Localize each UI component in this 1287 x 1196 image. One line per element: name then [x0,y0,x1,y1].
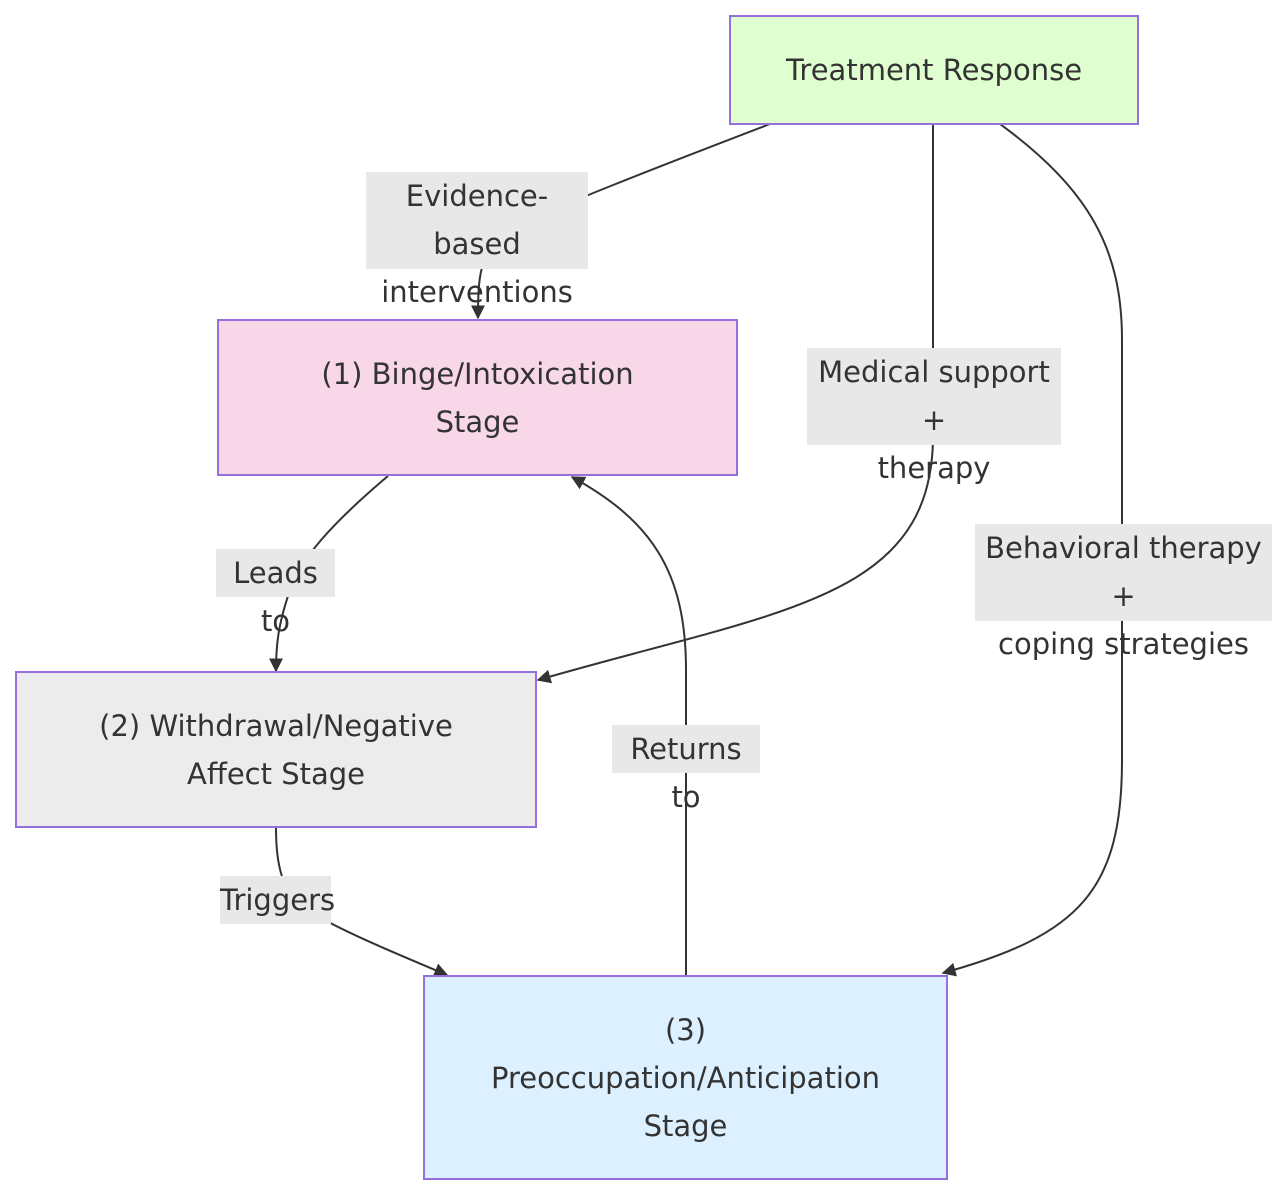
edge-behavioral-therapy-coping [941,123,1123,977]
edge-label-medical-support: Medical support + therapy [807,348,1061,485]
medical-label-line-2: therapy [877,451,991,485]
preoccupation-line-2: Preoccupation/Anticipation [491,1060,880,1095]
binge-intoxication-line-2: Stage [435,404,520,439]
edge-returns-to [570,476,687,975]
behavioral-label-line-2: coping strategies [998,627,1249,661]
withdrawal-line-1: (2) Withdrawal/Negative [99,708,453,743]
leads-label-line-1: Leads to [233,556,318,638]
preoccupation-line-1: (3) [664,1012,707,1047]
medical-label-line-1: Medical support + [818,355,1050,437]
evidence-label-line-1: Evidence-based [405,179,549,261]
triggers-label-line-1: Triggers [220,883,336,917]
evidence-label-line-2: interventions [381,275,573,309]
binge-intoxication-line-1: (1) Binge/Intoxication [321,356,634,391]
behavioral-label-line-1: Behavioral therapy + [985,531,1262,613]
edge-label-triggers: Triggers [220,876,336,924]
binge-intoxication-node[interactable]: (1) Binge/Intoxication Stage [217,319,738,476]
treatment-response-line-1: Treatment Response [785,53,1083,87]
edge-label-leads-to: Leads to [216,549,335,638]
withdrawal-line-2: Affect Stage [187,756,365,791]
edge-label-behavioral-therapy: Behavioral therapy + coping strategies [975,524,1272,661]
preoccupation-line-3: Stage [643,1108,728,1143]
preoccupation-anticipation-node[interactable]: (3) Preoccupation/Anticipation Stage [423,975,948,1180]
edge-medical-support-therapy [536,124,934,684]
withdrawal-negative-affect-node[interactable]: (2) Withdrawal/Negative Affect Stage [15,671,537,828]
edge-label-returns-to: Returns to [612,725,760,814]
treatment-response-node[interactable]: Treatment Response [729,15,1139,125]
returns-label-line-1: Returns to [630,732,742,814]
edge-label-evidence-based: Evidence-based interventions [366,172,588,309]
